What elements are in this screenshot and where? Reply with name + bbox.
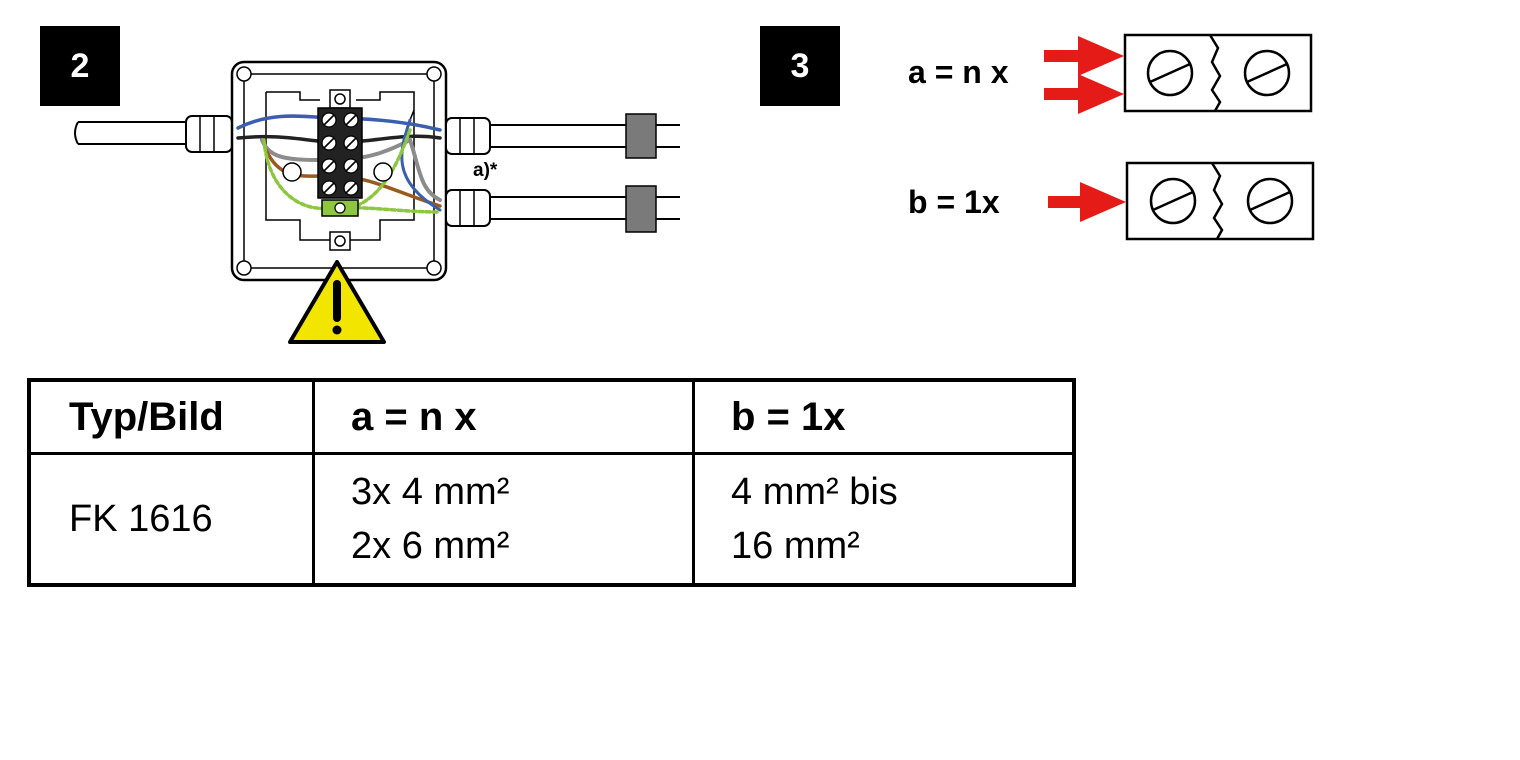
figure-2-badge: 2	[40, 26, 120, 106]
arrow-a-bottom	[1044, 74, 1124, 114]
label-a: a = n x	[908, 54, 1009, 90]
cell-a-line-1: 3x 4 mm²	[351, 471, 510, 513]
cell-a: 3x 4 mm² 2x 6 mm²	[312, 452, 695, 587]
cell-b-line-1: 4 mm² bis	[731, 471, 898, 513]
terminal-b-diagram	[1125, 161, 1315, 241]
cell-b-line-2: 16 mm²	[731, 525, 860, 567]
terminal-block	[282, 89, 393, 251]
cable-cross-section-table: Typ/Bild a = n x b = 1x FK 1616 3x 4 mm²…	[27, 378, 1076, 587]
annotation-a-asterisk: a)*	[473, 160, 498, 181]
warning-icon	[288, 260, 386, 344]
figure-3-badge: 3	[760, 26, 840, 106]
label-b: b = 1x	[908, 184, 1000, 220]
table-header-row: Typ/Bild a = n x b = 1x	[27, 378, 1076, 455]
header-a: a = n x	[312, 378, 695, 455]
cell-b: 4 mm² bis 16 mm²	[692, 452, 1076, 587]
table-row: FK 1616 3x 4 mm² 2x 6 mm² 4 mm² bis 16 m…	[27, 452, 1076, 587]
header-b: b = 1x	[692, 378, 1076, 455]
cell-a-line-2: 2x 6 mm²	[351, 525, 510, 567]
arrow-b	[1048, 182, 1126, 222]
terminal-a-diagram	[1123, 33, 1313, 113]
outgoing-cables	[445, 113, 680, 233]
arrow-a-top	[1044, 36, 1124, 76]
incoming-cable	[74, 115, 233, 153]
cell-type: FK 1616	[27, 452, 315, 587]
header-type: Typ/Bild	[27, 378, 315, 455]
